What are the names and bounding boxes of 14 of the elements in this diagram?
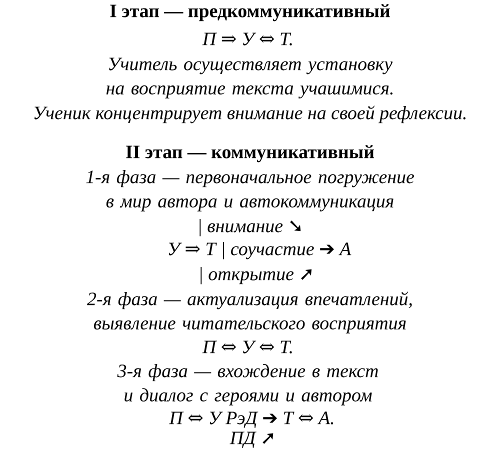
paragraph-text: Учитель осуществляет установку на восприятие текста учашимися.	[106, 58, 393, 98]
formula-text: | открытие ➚	[200, 267, 312, 284]
formula-text: ПД ➚	[230, 432, 274, 448]
paragraph-text: 3-я фаза — вхождение в текст и диалог с героями и автором	[117, 364, 378, 406]
paragraph-text: 2-я фаза — актуализация впечатлений, выявление читательского восприятия	[87, 292, 412, 334]
formula-text: У ⇒ Т | соучастие ➔ А	[168, 242, 352, 260]
stage-heading: I этап — предкоммуникативный	[110, 4, 390, 22]
paragraph-text: Ученик концентрирует внимание на своей рефлексии.	[34, 106, 466, 124]
formula-text: П ⇔ У РэД ➔ Т ⇔ А.	[169, 412, 334, 428]
stage-heading: II этап — коммуникативный	[126, 145, 374, 162]
formula-text: | внимание ➘	[200, 219, 301, 236]
formula-text: П ⇒ У ⇔ Т.	[202, 32, 292, 46]
paragraph-text: 1-я фаза — первоначальное погружение в мир автора и автокоммуникация	[86, 170, 414, 212]
formula-text: П ⇔ У ⇔ Т.	[202, 340, 292, 354]
